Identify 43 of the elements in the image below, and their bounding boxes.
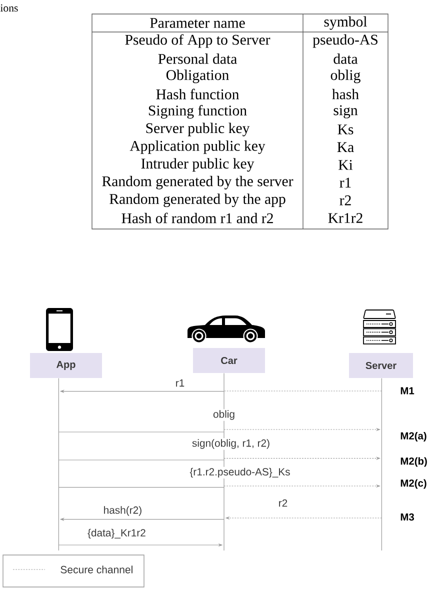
message-number: M2(c) xyxy=(400,479,426,489)
parameter-name: Personal data xyxy=(158,54,237,64)
parameter-name: Intruder public key xyxy=(141,158,254,172)
column-header: symbol xyxy=(324,16,367,30)
parameter-symbol: Kr1r2 xyxy=(328,213,362,223)
edge-label: {r1.r2.pseudo-AS}_Ks xyxy=(188,466,292,479)
parameter-symbol: pseudo-AS xyxy=(312,34,378,48)
edge-label: r2 xyxy=(277,498,289,508)
parameter-name: Pseudo of App to Server xyxy=(125,34,270,48)
parameter-symbol: Ki xyxy=(338,160,353,170)
edge-label: oblig xyxy=(212,409,236,421)
parameter-symbol: r1 xyxy=(340,178,351,188)
message-number: M3 xyxy=(400,513,414,521)
parameter-symbol: sign xyxy=(334,105,358,118)
participant-box: Server xyxy=(349,353,413,378)
participant-box: App xyxy=(30,353,102,378)
column-header: Parameter name xyxy=(150,18,245,28)
parameter-symbol: oblig xyxy=(330,70,360,84)
message-line xyxy=(224,390,382,392)
parameter-symbol: r2 xyxy=(340,195,351,206)
participant-box: Car xyxy=(193,348,265,373)
edge-label: r1 xyxy=(174,378,186,388)
edge-label: hash(r2) xyxy=(102,505,144,517)
parameter-symbol: Ka xyxy=(337,142,354,152)
parameter-name: Server public key xyxy=(146,122,250,136)
parameter-symbol: hash xyxy=(332,88,359,100)
message-number: M1 xyxy=(400,387,414,394)
parameter-symbol: data xyxy=(334,54,358,64)
parameter-name: Hash function xyxy=(156,88,239,100)
message-number: M2(a) xyxy=(400,432,426,442)
parameter-name: Application public key xyxy=(130,140,266,154)
edge-label: sign(oblig, r1, r2) xyxy=(190,438,272,450)
parameter-name: Hash of random r1 and r2 xyxy=(122,212,273,224)
parameter-symbol: Ks xyxy=(338,124,354,134)
parameter-name: Random generated by the app xyxy=(110,194,286,208)
message-number: M2(b) xyxy=(400,457,427,467)
edge-label: {data}_Kr1r2 xyxy=(86,528,147,540)
caption-text: ions xyxy=(0,4,18,12)
legend-label: Secure channel xyxy=(60,566,132,574)
message-line xyxy=(58,487,224,488)
parameter-name: Obligation xyxy=(166,70,229,84)
parameter-name: Random generated by the server xyxy=(102,176,294,190)
parameter-name: Signing function xyxy=(148,104,247,119)
